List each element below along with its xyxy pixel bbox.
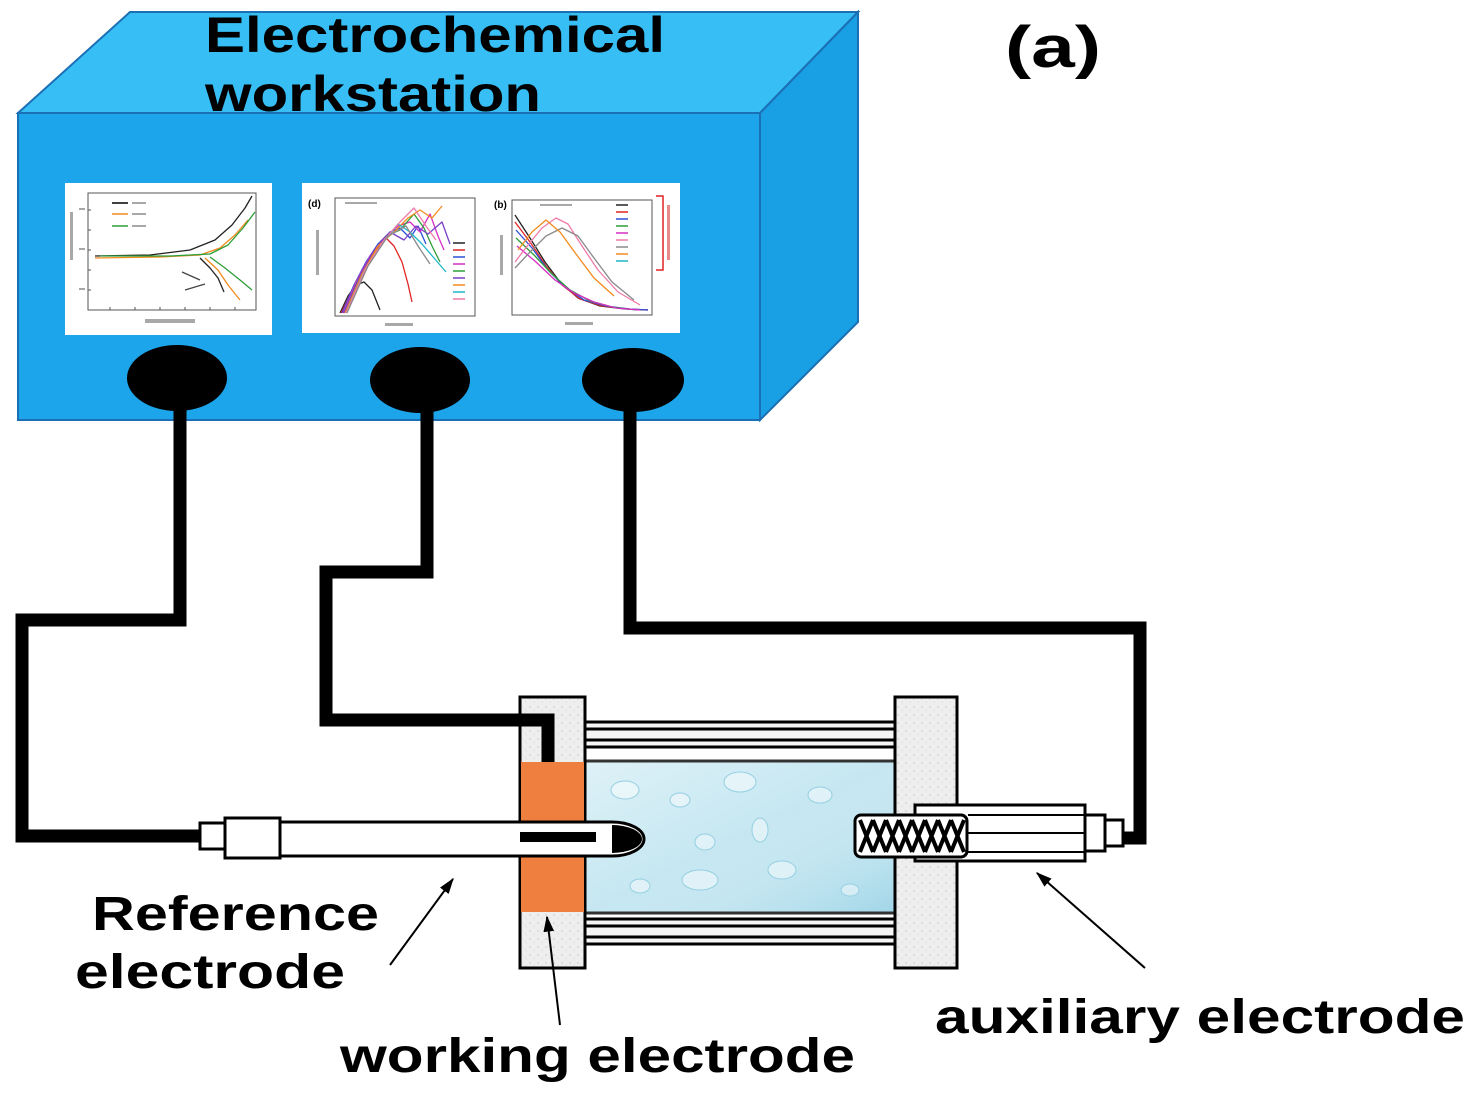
legend-text-blur-1 (132, 202, 146, 204)
blurred-axis-title-x (145, 319, 195, 323)
tie-rod-lines (585, 720, 895, 749)
blurred-axis-title-x (385, 323, 413, 326)
cell-tie-rods-top (585, 720, 895, 749)
curve-orange (344, 205, 443, 314)
bubble (767, 860, 797, 880)
blurred-axis-title-y (316, 230, 319, 275)
thumbnail-axes (334, 197, 476, 317)
bubble (840, 883, 860, 897)
blurred-header-text (345, 202, 377, 204)
workstation-screen: (d) (65, 183, 680, 335)
blurred-tick-labels-y3 (79, 288, 85, 290)
reference-electrode-cap (223, 816, 282, 860)
blurred-tick-labels-y2 (79, 248, 85, 250)
curve-green (100, 211, 256, 257)
tie-rod-fill (585, 918, 895, 945)
auxiliary-electrode-pointer (1035, 872, 1146, 969)
curve-gray (346, 225, 431, 314)
terminal-working (370, 347, 470, 413)
blurred-axis-title-y (500, 235, 503, 275)
thumbnail-chart-b: (b) (494, 195, 670, 325)
reference-electrode-tube (278, 820, 646, 858)
thumbnail-axes (511, 199, 653, 316)
reference-lead-wire (15, 400, 204, 843)
curve-magenta (342, 213, 445, 314)
curve-green-cathodic (209, 256, 253, 291)
bubble (751, 817, 769, 843)
curve-pink (345, 207, 437, 314)
thumbnail-legend (453, 242, 465, 300)
thumbnail-blurred-text (70, 208, 195, 323)
terminal-reference (127, 345, 227, 411)
thumbnail-legend (112, 202, 146, 227)
blurred-tick-labels-y (79, 208, 85, 210)
auxiliary-electrode-inner-lines (968, 814, 1085, 853)
auxiliary-electrode-label: auxiliary electrode (935, 991, 1465, 1044)
thumbnail-legend (616, 204, 628, 262)
reference-electrode-connector (198, 821, 227, 851)
legend-bracket (656, 195, 664, 271)
screen-thumbnail-impedance: (d) (302, 183, 680, 333)
thumbnail-background (65, 183, 272, 335)
workstation-title-line1: Electrochemical (205, 7, 665, 63)
auxiliary-electrode-terminal (1103, 818, 1125, 848)
lead-wires (15, 400, 1147, 845)
reference-electrode-label-line1: Reference (92, 888, 379, 941)
thumbnail-chart-b-label: (b) (494, 200, 507, 211)
working-lead-wire (319, 400, 555, 762)
blurred-axis-title-y (70, 212, 73, 260)
terminal-auxiliary (582, 348, 684, 412)
curve-magenta (516, 245, 641, 311)
auxiliary-lead-wire (623, 400, 1147, 845)
thumbnail-axes (87, 192, 257, 311)
annotation-arrows (181, 271, 206, 291)
auxiliary-electrode-connector (1083, 813, 1107, 853)
screen-thumbnail-polarization (65, 183, 272, 335)
label-pointers (389, 872, 1146, 1026)
bubble (807, 786, 833, 804)
auxiliary-electrode (853, 803, 1125, 863)
legend-text-blur-3 (132, 225, 146, 227)
curve-orange (94, 219, 249, 259)
bubble (694, 833, 716, 851)
bubble (610, 780, 640, 800)
cell-tie-rods-bottom (585, 917, 895, 946)
curve-black (94, 195, 253, 257)
reference-electrode-filling (520, 832, 596, 842)
curve-gray-peak (514, 227, 635, 301)
blurred-axis-title-x (565, 322, 593, 325)
panel-label: (a) (1005, 15, 1101, 80)
reference-electrode-label-line2: electrode (75, 946, 345, 999)
auxiliary-electrode-coil (858, 819, 966, 853)
working-electrode-pointer (543, 915, 561, 1026)
reference-electrode (198, 816, 646, 860)
legend-bracket-text-blur (667, 205, 670, 260)
thumbnail-curves (94, 195, 256, 301)
electrolyte-border (585, 759, 895, 915)
connection-terminals (127, 345, 684, 413)
legend-text-blur-2 (132, 213, 146, 215)
bubble (629, 878, 651, 894)
curve-pink-peak (514, 217, 641, 306)
bubble (723, 771, 757, 793)
workstation-title-line2: workstation (204, 66, 541, 122)
tie-rod-lines (585, 917, 895, 946)
reference-electrode-tip (612, 825, 642, 853)
curve-orange-peak (517, 219, 615, 297)
thumbnail-chart-d: (d) (308, 197, 476, 326)
curve-orange-cathodic (204, 257, 241, 301)
curve-purple (343, 221, 451, 314)
bubble (669, 792, 691, 808)
curve-black-cathodic (199, 257, 225, 293)
blurred-header-text (540, 204, 572, 206)
thumbnail-ticks (88, 209, 236, 310)
bubble (681, 869, 719, 891)
reference-electrode-pointer (389, 877, 454, 966)
working-electrode-label: working electrode (339, 1030, 855, 1083)
tie-rod-fill (585, 721, 895, 748)
thumbnail-chart-d-label: (d) (308, 199, 321, 210)
